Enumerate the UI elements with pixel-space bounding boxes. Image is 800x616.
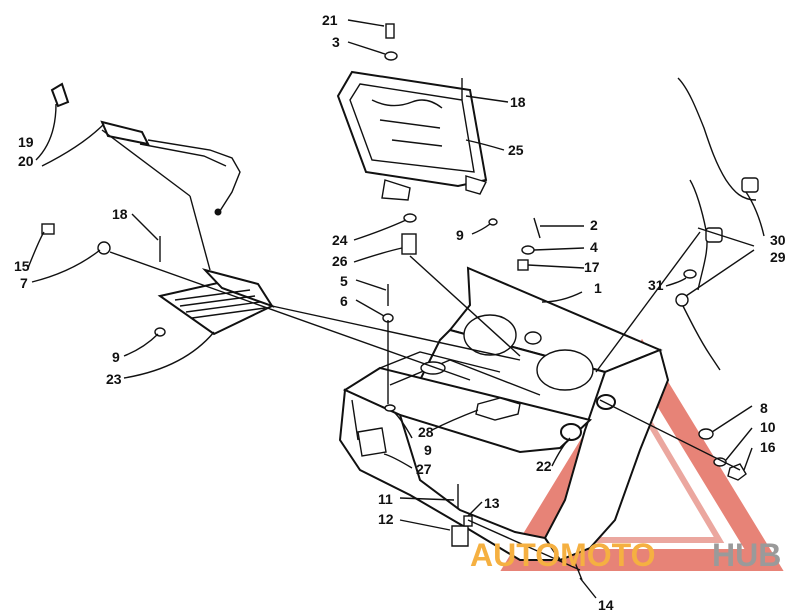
tray — [157, 268, 275, 336]
callout-9-bottom: 9 — [424, 442, 432, 458]
nameplate — [336, 70, 488, 201]
callout-16: 16 — [760, 439, 776, 455]
callout-27: 27 — [416, 461, 432, 477]
callout-4: 4 — [590, 239, 598, 255]
callout-30: 30 — [770, 232, 786, 248]
callout-22: 22 — [536, 458, 552, 474]
callout-25: 25 — [508, 142, 524, 158]
callout-13: 13 — [484, 495, 500, 511]
callout-7: 7 — [20, 275, 28, 291]
callout-12: 12 — [378, 511, 394, 527]
callout-23: 23 — [106, 371, 122, 387]
callout-24: 24 — [332, 232, 348, 248]
callout-1: 1 — [594, 280, 602, 296]
callout-14: 14 — [598, 597, 614, 613]
callout-5: 5 — [340, 273, 348, 289]
watermark-word-hub: HUB — [712, 537, 781, 573]
callout-numbers: 21 3 18 25 19 20 18 15 7 9 23 24 26 5 6 … — [14, 12, 786, 613]
callout-6: 6 — [340, 293, 348, 309]
callout-18-top: 18 — [510, 94, 526, 110]
callout-11: 11 — [378, 491, 393, 507]
callout-28: 28 — [418, 424, 434, 440]
wiring-harness — [675, 77, 759, 371]
callout-2: 2 — [590, 217, 598, 233]
callout-9-top: 9 — [456, 227, 464, 243]
callout-19: 19 — [18, 134, 34, 150]
callout-3: 3 — [332, 34, 340, 50]
callout-9-left: 9 — [112, 349, 120, 365]
watermark-word-automoto: AUTOMOTO — [470, 537, 655, 573]
callout-20: 20 — [18, 153, 34, 169]
callout-15: 15 — [14, 258, 30, 274]
callout-29: 29 — [770, 249, 786, 265]
watermark-logo: AUTOMOTO HUB — [470, 537, 781, 573]
callout-31: 31 — [648, 277, 664, 293]
callout-17: 17 — [584, 259, 600, 275]
callout-26: 26 — [332, 253, 348, 269]
callout-21: 21 — [322, 12, 338, 28]
callout-10: 10 — [760, 419, 776, 435]
throttle-handle — [50, 82, 241, 216]
callout-8: 8 — [760, 400, 768, 416]
leader-lines — [27, 19, 765, 599]
callout-18-left: 18 — [112, 206, 128, 222]
